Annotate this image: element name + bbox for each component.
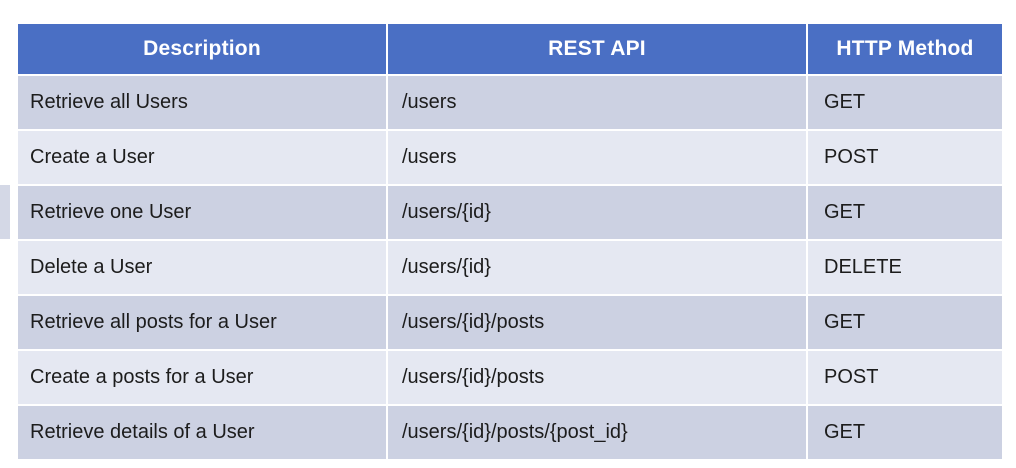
cell-http-method: GET [808, 406, 1002, 459]
cell-description: Delete a User [18, 241, 386, 294]
cell-http-method: POST [808, 351, 1002, 404]
column-header-rest-api: REST API [388, 24, 806, 74]
cell-description: Retrieve one User [18, 186, 386, 239]
cell-rest-api: /users/{id} [388, 186, 806, 239]
table-row: Retrieve all posts for a User /users/{id… [18, 296, 1002, 349]
cell-http-method: GET [808, 186, 1002, 239]
table-row: Retrieve all Users /users GET [18, 76, 1002, 129]
column-header-http-method: HTTP Method [808, 24, 1002, 74]
cell-http-method: GET [808, 76, 1002, 129]
cell-description: Retrieve all posts for a User [18, 296, 386, 349]
cell-description: Create a User [18, 131, 386, 184]
table-row: Create a posts for a User /users/{id}/po… [18, 351, 1002, 404]
table-header: Description REST API HTTP Method [18, 24, 1002, 74]
cell-http-method: DELETE [808, 241, 1002, 294]
cell-http-method: GET [808, 296, 1002, 349]
table-row: Create a User /users POST [18, 131, 1002, 184]
left-edge-artifact [0, 185, 10, 239]
table-header-row: Description REST API HTTP Method [18, 24, 1002, 74]
cell-rest-api: /users/{id}/posts [388, 351, 806, 404]
api-table-container: Description REST API HTTP Method Retriev… [16, 22, 1002, 461]
cell-rest-api: /users/{id}/posts [388, 296, 806, 349]
column-header-description: Description [18, 24, 386, 74]
cell-rest-api: /users [388, 131, 806, 184]
table-body: Retrieve all Users /users GET Create a U… [18, 76, 1002, 459]
table-row: Retrieve one User /users/{id} GET [18, 186, 1002, 239]
cell-description: Create a posts for a User [18, 351, 386, 404]
cell-rest-api: /users/{id}/posts/{post_id} [388, 406, 806, 459]
cell-http-method: POST [808, 131, 1002, 184]
table-row: Delete a User /users/{id} DELETE [18, 241, 1002, 294]
rest-api-reference-table: Description REST API HTTP Method Retriev… [16, 22, 1004, 461]
cell-rest-api: /users/{id} [388, 241, 806, 294]
cell-rest-api: /users [388, 76, 806, 129]
cell-description: Retrieve all Users [18, 76, 386, 129]
table-row: Retrieve details of a User /users/{id}/p… [18, 406, 1002, 459]
cell-description: Retrieve details of a User [18, 406, 386, 459]
